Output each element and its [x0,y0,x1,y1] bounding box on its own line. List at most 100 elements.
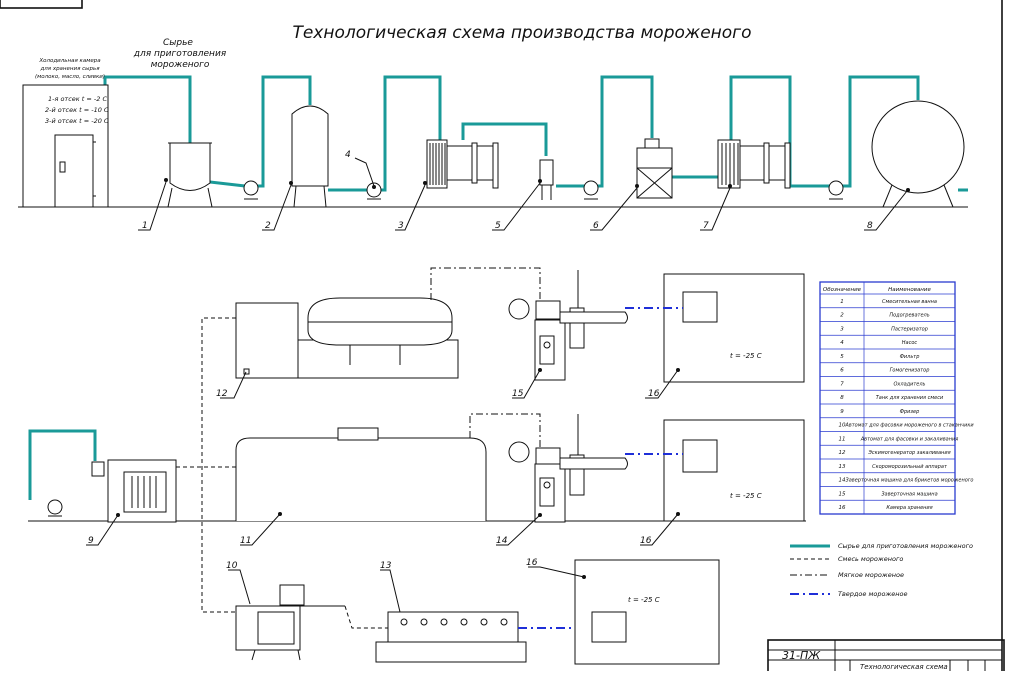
legend-row-code: 13 [839,464,846,470]
pump-2 [366,182,382,200]
title-block-name: Технологическая схема [860,663,948,671]
legend-row-code: 16 [839,505,846,511]
legend-row-code: 8 [840,395,844,401]
pasteurizer [423,139,499,189]
legend-row-code: 10 [839,423,846,429]
legend-row-name: Фильтр [900,354,920,360]
filter [538,159,554,200]
label-15: 15 [512,389,524,399]
equipment-numbers-top: 1 2 4 3 5 6 7 8 [142,150,873,231]
temp-chamber-1: t = -25 C [730,352,762,360]
temp-chamber-3: t = -25 C [628,596,660,604]
label-16b: 16 [640,536,652,546]
label-16a: 16 [648,389,660,399]
legend-row-code: 2 [840,313,844,319]
label-2: 2 [265,221,271,231]
equipment-numbers-bottom: 12 15 16 9 11 14 16 10 13 16 [88,389,660,571]
soft-ice-line-12 [430,267,541,300]
mix-line-branch [201,317,248,613]
flow-legend-raw: Сырье для приготовления мороженого [838,542,973,550]
legend-row-name: Охладитель [894,381,926,387]
pump-1 [243,180,259,200]
legend-row-name: Камера хранения [886,505,932,511]
legend-row-name: Скороморозильный аппарат [872,464,948,470]
legend-row-name: Насос [902,340,918,346]
cold-storage-row-3: 3-й отсек t = -20 C [45,117,109,125]
storage-chamber-16a: t = -25 C [663,273,805,383]
legend-row-code: 11 [839,436,846,442]
legend-row-name: Заверточная машина [881,491,937,497]
legend-row-name: Автомат для фасовки и закаливания [860,436,959,442]
legend-row-code: 7 [840,381,844,387]
freezer-apparatus-13 [375,611,527,663]
pump-3 [583,180,599,200]
label-4: 4 [345,150,351,160]
mixing-tank [164,142,213,208]
legend-row-name: Фризер [900,409,920,415]
cold-storage-chamber: Холодильная камера для хранения сырья (м… [22,58,109,208]
label-11: 11 [240,536,251,546]
heater-tank [289,105,329,208]
legend-row-code: 15 [839,491,846,497]
diagram-title: Технологическая схема производства морож… [292,23,751,43]
wrapping-machine-15 [508,270,628,381]
legend-row-name: Гомогенизатор [890,368,930,374]
leaders-top [138,157,908,231]
homogenizer [635,138,673,199]
pump-4 [828,180,844,200]
legend-row-code: 6 [840,368,844,374]
cold-storage-title-1: Холодильная камера [38,58,101,64]
storage-tank [871,100,965,208]
label-16c: 16 [526,558,538,568]
cooler [717,139,791,189]
label-13: 13 [380,561,392,571]
flow-legend: Сырье для приготовления мороженого Смесь… [790,542,973,598]
legend-row-name: Смесительная ванна [882,299,937,305]
label-6: 6 [593,221,599,231]
title-block-code: 31-ПЖ [782,649,821,662]
raw-material-line-2: для приготовления [133,49,227,59]
label-5: 5 [495,221,501,231]
legend-row-name: Пастеризатор [891,326,928,332]
raw-material-line-3: мороженого [151,60,210,70]
legend-rows: Обозначение Наименование 1 Смесительная ван… [820,287,974,515]
flow-legend-hard: Твердое мороженое [838,590,908,598]
soft-ice-line-11 [469,413,541,448]
mix-line-10-13 [344,605,388,629]
pump-5 [47,499,63,517]
label-1: 1 [142,221,148,231]
label-14: 14 [496,536,508,546]
legend-row-name: Автомат для фасовки мороженого в стаканч… [844,423,974,429]
legend-row-code: 1 [840,299,844,305]
legend-row-code: 14 [839,478,846,484]
legend-header-name: Наименование [888,287,931,293]
legend-row-name: Подогреватель [889,313,929,319]
raw-material-label: Сырье для приготовления мороженого [133,38,227,70]
label-8: 8 [867,221,873,231]
wrapping-machine-14 [508,414,628,523]
label-12: 12 [216,389,228,399]
cold-storage-row-2: 2-й отсек t = -10 C [45,106,109,114]
legend-row-code: 9 [840,409,844,415]
legend-row-code: 5 [840,354,844,360]
filling-machine-11 [235,427,487,521]
cup-filling-machine-10 [235,584,345,661]
cold-storage-title-2: для хранения сырья [39,66,100,72]
legend-row-name: Эскимогенератор закаливания [867,450,950,456]
temp-chamber-2: t = -25 C [730,492,762,500]
eskimo-generator [235,297,459,379]
label-3: 3 [398,221,404,231]
legend-row-code: 12 [839,450,846,456]
label-10: 10 [226,561,238,571]
legend-row-name: Заверточная машина для брикетов морожено… [846,478,974,484]
raw-pipes-top [28,75,968,500]
label-9: 9 [88,536,94,546]
equipment-legend-table: Обозначение Наименование 1 Смесительная ван… [819,281,974,515]
storage-chamber-16c: t = -25 C [574,559,720,665]
legend-header-code: Обозначение [823,287,862,293]
freezer-9 [91,459,177,523]
cold-storage-row-1: 1-я отсек t = -2 C [48,95,107,103]
